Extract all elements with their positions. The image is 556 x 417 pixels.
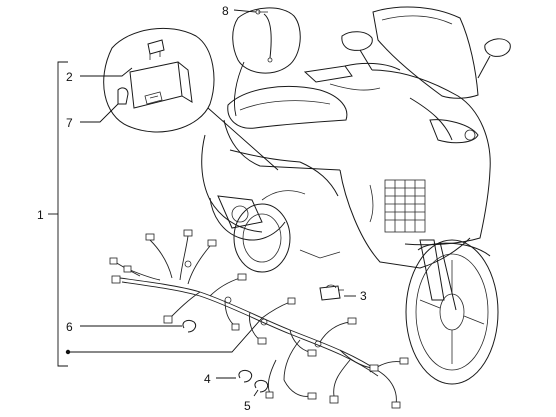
callout-7: 7: [66, 116, 73, 130]
wiring-harness: [109, 229, 409, 409]
callout-3: 3: [360, 289, 367, 303]
part-3-relay: [319, 284, 344, 301]
part-4-clip: [238, 369, 253, 383]
fuse-part: [147, 39, 165, 60]
part-6-clip: [182, 319, 197, 333]
front-grille: [384, 179, 426, 233]
rear-wheel: [233, 203, 291, 273]
scooter-illustration: [201, 6, 511, 385]
part-5-clip: [254, 379, 269, 393]
ecu-module: [129, 61, 193, 109]
callout-1: 1: [37, 208, 44, 222]
callout-6: 6: [66, 320, 73, 334]
inset-ecu-detail: [103, 27, 279, 171]
front-wheel: [405, 239, 499, 385]
callout-8: 8: [222, 4, 229, 18]
callout-5: 5: [244, 399, 251, 413]
sensor-probe: [255, 9, 273, 63]
callout-4: 4: [204, 372, 211, 386]
callout-leaders: [48, 9, 356, 397]
callout-2: 2: [66, 70, 73, 84]
inset-sensor-detail: [232, 7, 301, 117]
